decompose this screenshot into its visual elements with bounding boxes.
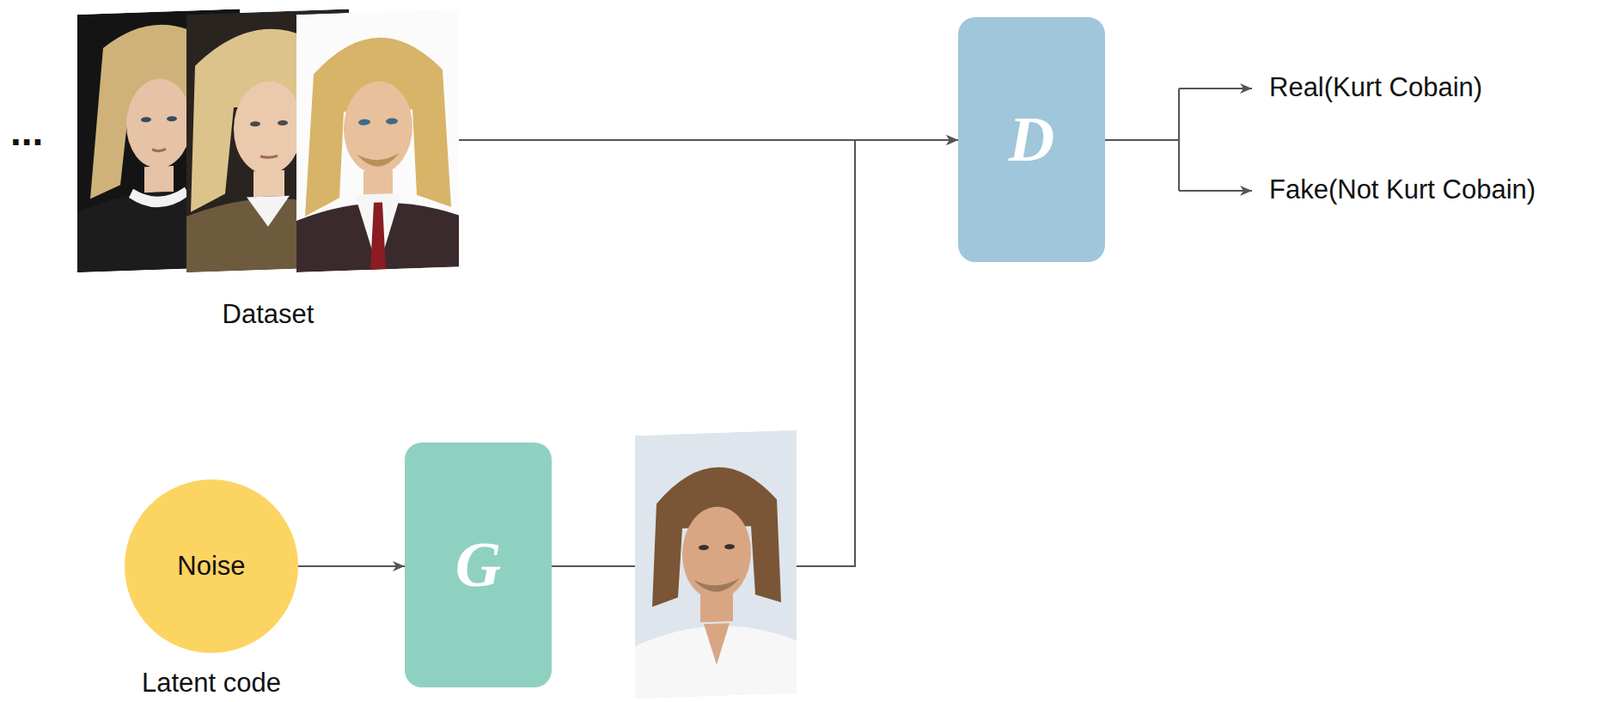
circle-fill	[124, 479, 299, 654]
output-arrow	[1178, 87, 1252, 90]
node-face: D	[958, 17, 1106, 263]
connector-arrow	[551, 140, 959, 567]
node-caption: Latent code	[124, 668, 299, 698]
output-arrows	[1105, 88, 1252, 191]
discriminator-box: D	[958, 17, 1106, 263]
generator-box: G	[404, 442, 552, 688]
connector-arrow	[458, 139, 959, 141]
node-caption: Dataset	[77, 299, 459, 330]
generated-photo	[635, 429, 797, 699]
latent-noise-circle: NoiseLatent code	[124, 479, 299, 654]
node-face	[77, 8, 459, 273]
node-face: Noise	[124, 479, 299, 654]
output-wire	[1178, 88, 1180, 191]
connector-arrow	[298, 565, 405, 568]
node-label: Noise	[177, 551, 245, 581]
output-wire	[1105, 139, 1179, 141]
output-label: Real(Kurt Cobain)	[1269, 73, 1483, 103]
output-label: Fake(Not Kurt Cobain)	[1269, 175, 1536, 205]
dataset-stack: Dataset	[77, 8, 459, 273]
network-letter: D	[1008, 104, 1055, 175]
network-letter: G	[455, 530, 501, 600]
ellipsis-mark: ...	[10, 109, 43, 154]
output-arrow	[1178, 189, 1252, 192]
dataset-photo	[296, 8, 459, 273]
node-face: G	[404, 442, 552, 688]
